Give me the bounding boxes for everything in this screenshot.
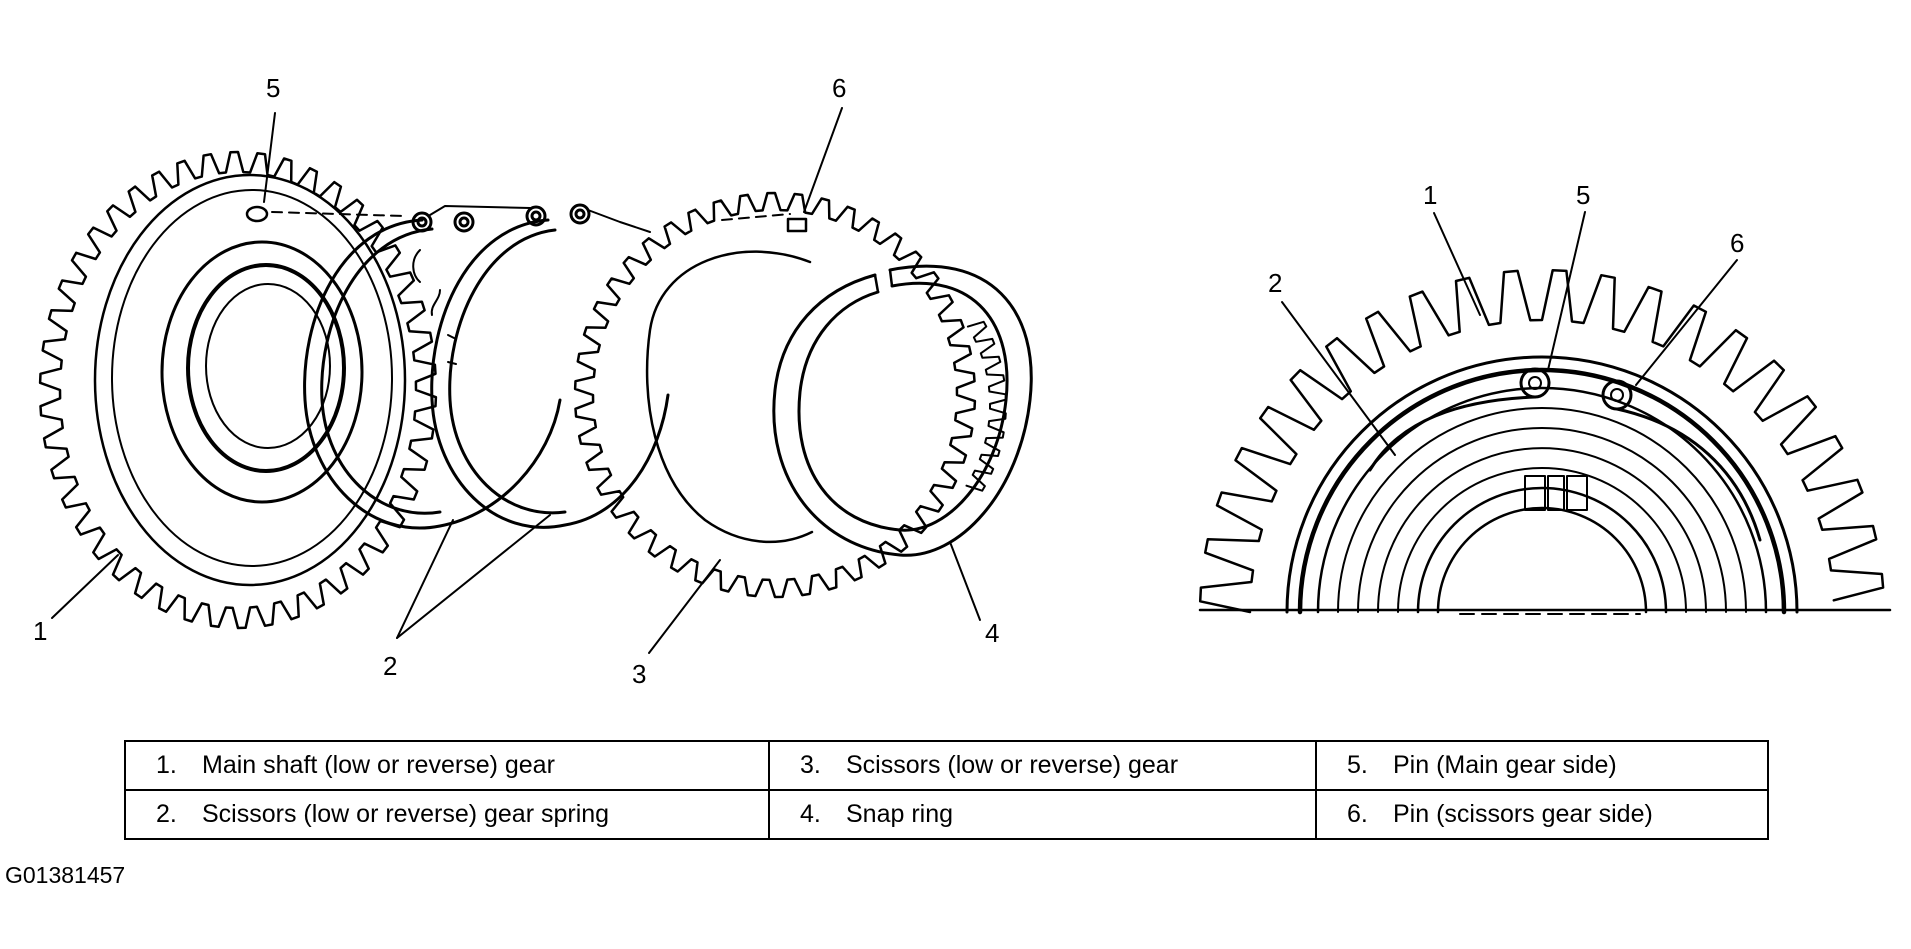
legend-cell-6: 6. Pin (scissors gear side) (1315, 789, 1769, 840)
legend-text: Scissors (low or reverse) gear spring (202, 800, 610, 828)
legend-cell-4: 4. Snap ring (768, 789, 1317, 840)
scissors-gear-drawing (573, 191, 977, 599)
leader-lines (51, 107, 1738, 654)
parts-legend-table: 1. Main shaft (low or reverse) gear 3. Sci… (124, 740, 1769, 840)
legend-cell-5: 5. Pin (Main gear side) (1315, 740, 1769, 791)
legend-number: 5. (1347, 751, 1368, 779)
legend-row: 1. Main shaft (low or reverse) gear 3. Sci… (124, 740, 1769, 791)
callout-5: 5 (266, 73, 280, 103)
legend-number: 2. (156, 800, 177, 828)
legend-cell-2: 2. Scissors (low or reverse) gear spring (124, 789, 770, 840)
legend-cell-3: 3. Scissors (low or reverse) gear (768, 740, 1317, 791)
legend-cell-1: 1. Main shaft (low or reverse) gear (124, 740, 770, 791)
callout-3: 3 (632, 659, 646, 689)
legend-text: Scissors (low or reverse) gear (846, 751, 1179, 779)
detail-callout-6: 6 (1730, 228, 1744, 258)
legend-number: 4. (800, 800, 821, 828)
legend-number: 3. (800, 751, 821, 779)
callout-6: 6 (832, 73, 846, 103)
legend-text: Snap ring (846, 800, 954, 828)
detail-callout-1: 1 (1423, 180, 1437, 210)
main-shaft-gear-drawing (38, 150, 438, 630)
detail-callout-5: 5 (1576, 180, 1590, 210)
callout-1: 1 (33, 616, 47, 646)
legend-number: 6. (1347, 800, 1368, 828)
detail-callout-2: 2 (1268, 268, 1282, 298)
legend-text: Pin (scissors gear side) (1393, 800, 1653, 828)
legend-text: Pin (Main gear side) (1393, 751, 1617, 779)
scissors-gear-springs-drawing (303, 203, 670, 530)
legend-row: 2.Scissors (low or reverse) gear spring … (124, 789, 1769, 840)
callout-labels: 1 2 3 4 5 6 1 2 5 6 (33, 73, 1744, 689)
detail-gear-drawing (1198, 268, 1892, 615)
callout-4: 4 (985, 618, 999, 648)
legend-text: Main shaft (low or reverse) gear (202, 751, 555, 779)
callout-2: 2 (383, 651, 397, 681)
legend-number: 1. (156, 751, 177, 779)
gear-assembly-diagram: 1 2 3 4 5 6 1 2 5 6 (33, 73, 1892, 689)
figure-id: G01381457 (5, 862, 126, 888)
snap-ring-drawing (772, 264, 1033, 557)
